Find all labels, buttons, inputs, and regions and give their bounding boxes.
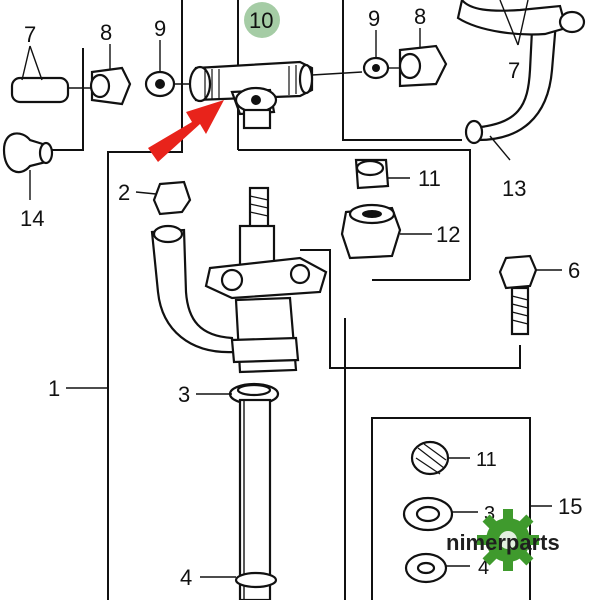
bolt-6: [498, 254, 562, 336]
callout-6: 6: [568, 258, 580, 283]
callout-2: 2: [118, 180, 130, 205]
callout-9-right: 9: [368, 6, 380, 31]
callout-7-left: 7: [24, 22, 36, 47]
callout-15: 15: [558, 494, 582, 519]
gear-icon: [477, 509, 539, 571]
callout-8-left: 8: [100, 20, 112, 45]
callout-11-kit: 11: [476, 449, 497, 471]
callout-8-right: 8: [414, 4, 426, 29]
right-nut-assembly: [362, 28, 448, 88]
group-boundaries: [42, 0, 531, 600]
callout-10: 10: [249, 8, 273, 33]
cap-14: [2, 132, 54, 200]
callout-11-upper: 11: [418, 166, 441, 191]
callout-7-right: 7: [508, 58, 520, 83]
watermark-logo: nimerparts: [446, 509, 560, 571]
callout-1: 1: [48, 376, 60, 401]
callout-12: 12: [436, 222, 460, 247]
highlight-circle: [244, 2, 280, 38]
watermark-text: nimerparts: [446, 530, 560, 555]
callout-4-injector: 4: [180, 565, 192, 590]
seal-11-nut-12: [340, 158, 432, 260]
callout-14: 14: [20, 206, 44, 231]
callout-9-left: 9: [154, 16, 166, 41]
callout-13: 13: [502, 176, 526, 201]
red-arrow-icon: [148, 100, 224, 162]
t-connector-10: [188, 60, 363, 130]
seal-kit-15: [402, 440, 552, 584]
callout-3-kit: 3: [484, 503, 495, 525]
dust-cap-2: [135, 180, 192, 216]
injector-body: [66, 186, 328, 600]
fuel-line-13: [456, 0, 586, 161]
left-nut-assembly: [10, 40, 200, 106]
callout-3-injector: 3: [178, 382, 190, 407]
callout-4-kit: 4: [478, 557, 489, 579]
